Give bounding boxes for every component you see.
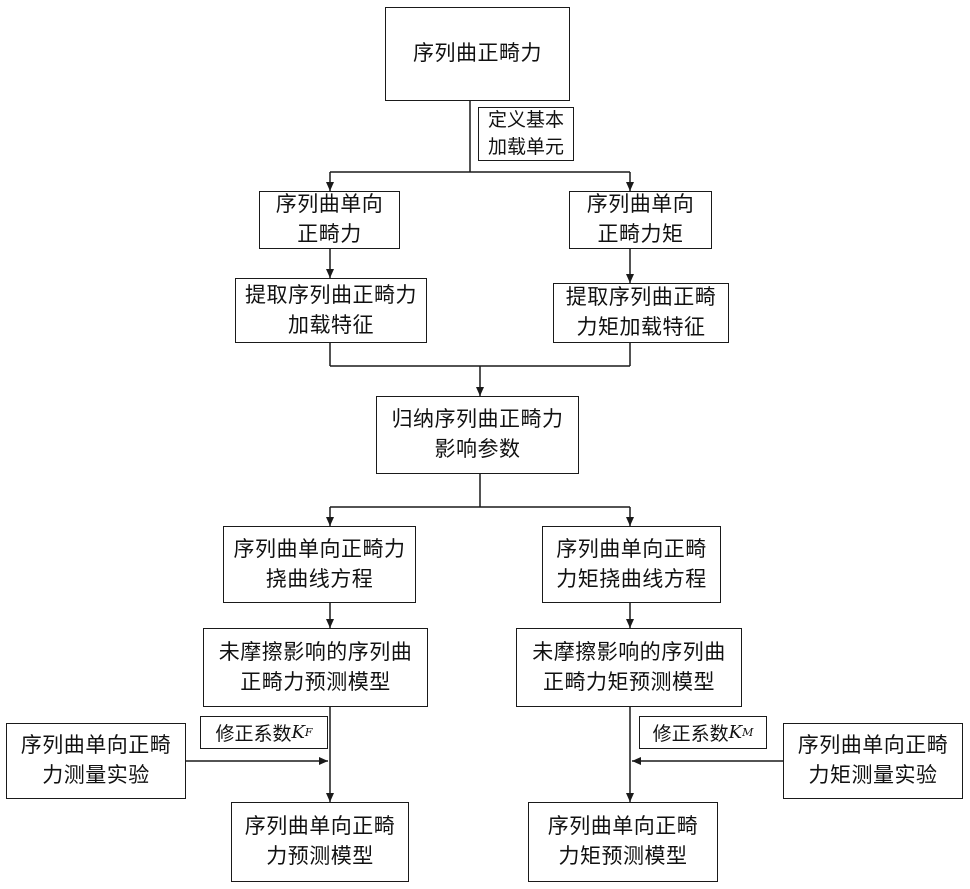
- label-define-unit-line-2: 加载单元: [488, 134, 564, 161]
- node-summarize-line-1: 归纳序列曲正畸力: [392, 405, 564, 435]
- node-final-force: 序列曲单向正畸 力预测模型: [231, 802, 409, 882]
- node-summarize-line-2: 影响参数: [435, 435, 521, 465]
- node-final-force-line-1: 序列曲单向正畸: [245, 812, 396, 842]
- node-extract-force-line-2: 加载特征: [288, 311, 374, 341]
- label-correction-moment-text: 修正系数: [653, 719, 729, 746]
- node-final-moment-line-1: 序列曲单向正畸: [548, 812, 699, 842]
- node-final-moment-line-2: 力矩预测模型: [559, 842, 688, 872]
- label-correction-force: 修正系数 K F: [200, 716, 328, 749]
- node-force-line-2: 正畸力: [297, 220, 362, 250]
- node-deflection-moment-line-1: 序列曲单向正畸: [556, 535, 707, 565]
- node-exp-moment-line-1: 序列曲单向正畸: [798, 731, 949, 761]
- node-exp-force-line-1: 序列曲单向正畸: [21, 731, 172, 761]
- node-exp-force: 序列曲单向正畸 力测量实验: [6, 723, 186, 799]
- node-final-force-line-2: 力预测模型: [266, 842, 374, 872]
- label-correction-moment: 修正系数 K M: [639, 716, 767, 749]
- edge-merge-lines: [330, 343, 630, 366]
- label-correction-moment-subscript: M: [742, 726, 753, 739]
- node-model-moment-nofric-line-2: 正畸力矩预测模型: [543, 668, 715, 698]
- node-force: 序列曲单向 正畸力: [259, 191, 400, 249]
- node-summarize: 归纳序列曲正畸力 影响参数: [376, 396, 579, 474]
- node-exp-moment-line-2: 力矩测量实验: [809, 761, 938, 791]
- edge-summarize-split: [330, 474, 630, 507]
- node-extract-moment-line-1: 提取序列曲正畸: [566, 283, 717, 313]
- label-define-unit: 定义基本 加载单元: [478, 107, 574, 161]
- node-deflection-force-line-2: 挠曲线方程: [266, 565, 374, 595]
- label-define-unit-line-1: 定义基本: [488, 107, 564, 134]
- label-correction-force-symbol: K: [291, 722, 304, 743]
- node-model-moment-nofric-line-1: 未摩擦影响的序列曲: [532, 638, 726, 668]
- node-model-force-nofric: 未摩擦影响的序列曲 正畸力预测模型: [203, 628, 428, 707]
- node-model-force-nofric-line-2: 正畸力预测模型: [240, 668, 391, 698]
- node-extract-force: 提取序列曲正畸力 加载特征: [235, 278, 427, 343]
- node-deflection-moment-line-2: 力矩挠曲线方程: [556, 565, 707, 595]
- node-extract-force-line-1: 提取序列曲正畸力: [245, 281, 417, 311]
- label-correction-moment-symbol: K: [729, 722, 742, 743]
- node-final-moment: 序列曲单向正畸 力矩预测模型: [528, 802, 718, 882]
- node-exp-moment: 序列曲单向正畸 力矩测量实验: [783, 723, 963, 799]
- label-correction-force-text: 修正系数: [215, 719, 291, 746]
- node-deflection-force-line-1: 序列曲单向正畸力: [234, 535, 406, 565]
- node-extract-moment: 提取序列曲正畸 力矩加载特征: [553, 283, 729, 343]
- node-deflection-moment: 序列曲单向正畸 力矩挠曲线方程: [542, 526, 721, 603]
- node-root: 序列曲正畸力: [385, 7, 570, 101]
- node-exp-force-line-2: 力测量实验: [42, 761, 150, 791]
- node-root-line-1: 序列曲正畸力: [413, 39, 542, 69]
- node-force-line-1: 序列曲单向: [276, 190, 384, 220]
- node-moment-line-1: 序列曲单向: [587, 190, 695, 220]
- node-moment: 序列曲单向 正畸力矩: [569, 191, 712, 249]
- node-model-force-nofric-line-1: 未摩擦影响的序列曲: [219, 638, 413, 668]
- node-moment-line-2: 正畸力矩: [598, 220, 684, 250]
- node-extract-moment-line-2: 力矩加载特征: [577, 313, 706, 343]
- node-deflection-force: 序列曲单向正畸力 挠曲线方程: [223, 526, 416, 603]
- node-model-moment-nofric: 未摩擦影响的序列曲 正畸力矩预测模型: [516, 628, 742, 707]
- label-correction-force-subscript: F: [305, 726, 313, 739]
